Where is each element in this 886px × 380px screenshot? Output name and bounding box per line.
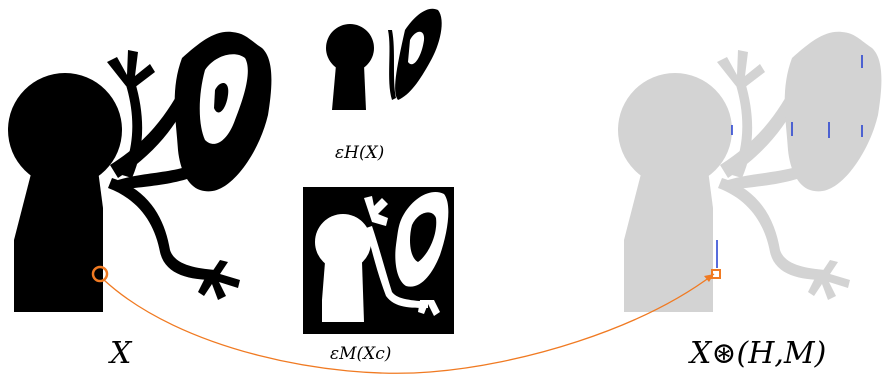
origin-marker	[91, 265, 109, 283]
result-shape	[618, 31, 882, 313]
result-marker	[711, 269, 721, 279]
original-shape	[8, 31, 272, 313]
label-erosion-m: εM(Xc)	[330, 344, 392, 364]
detected-points	[716, 55, 863, 268]
arc-arrowhead	[704, 274, 714, 282]
label-x: X	[110, 336, 132, 371]
erosion-h-panel	[326, 8, 442, 110]
erosion-m-panel	[303, 187, 454, 334]
label-erosion-h: εH(X)	[335, 143, 385, 163]
label-hit-or-miss: X⊛(H,M)	[690, 336, 827, 371]
mapping-arc	[103, 273, 715, 374]
